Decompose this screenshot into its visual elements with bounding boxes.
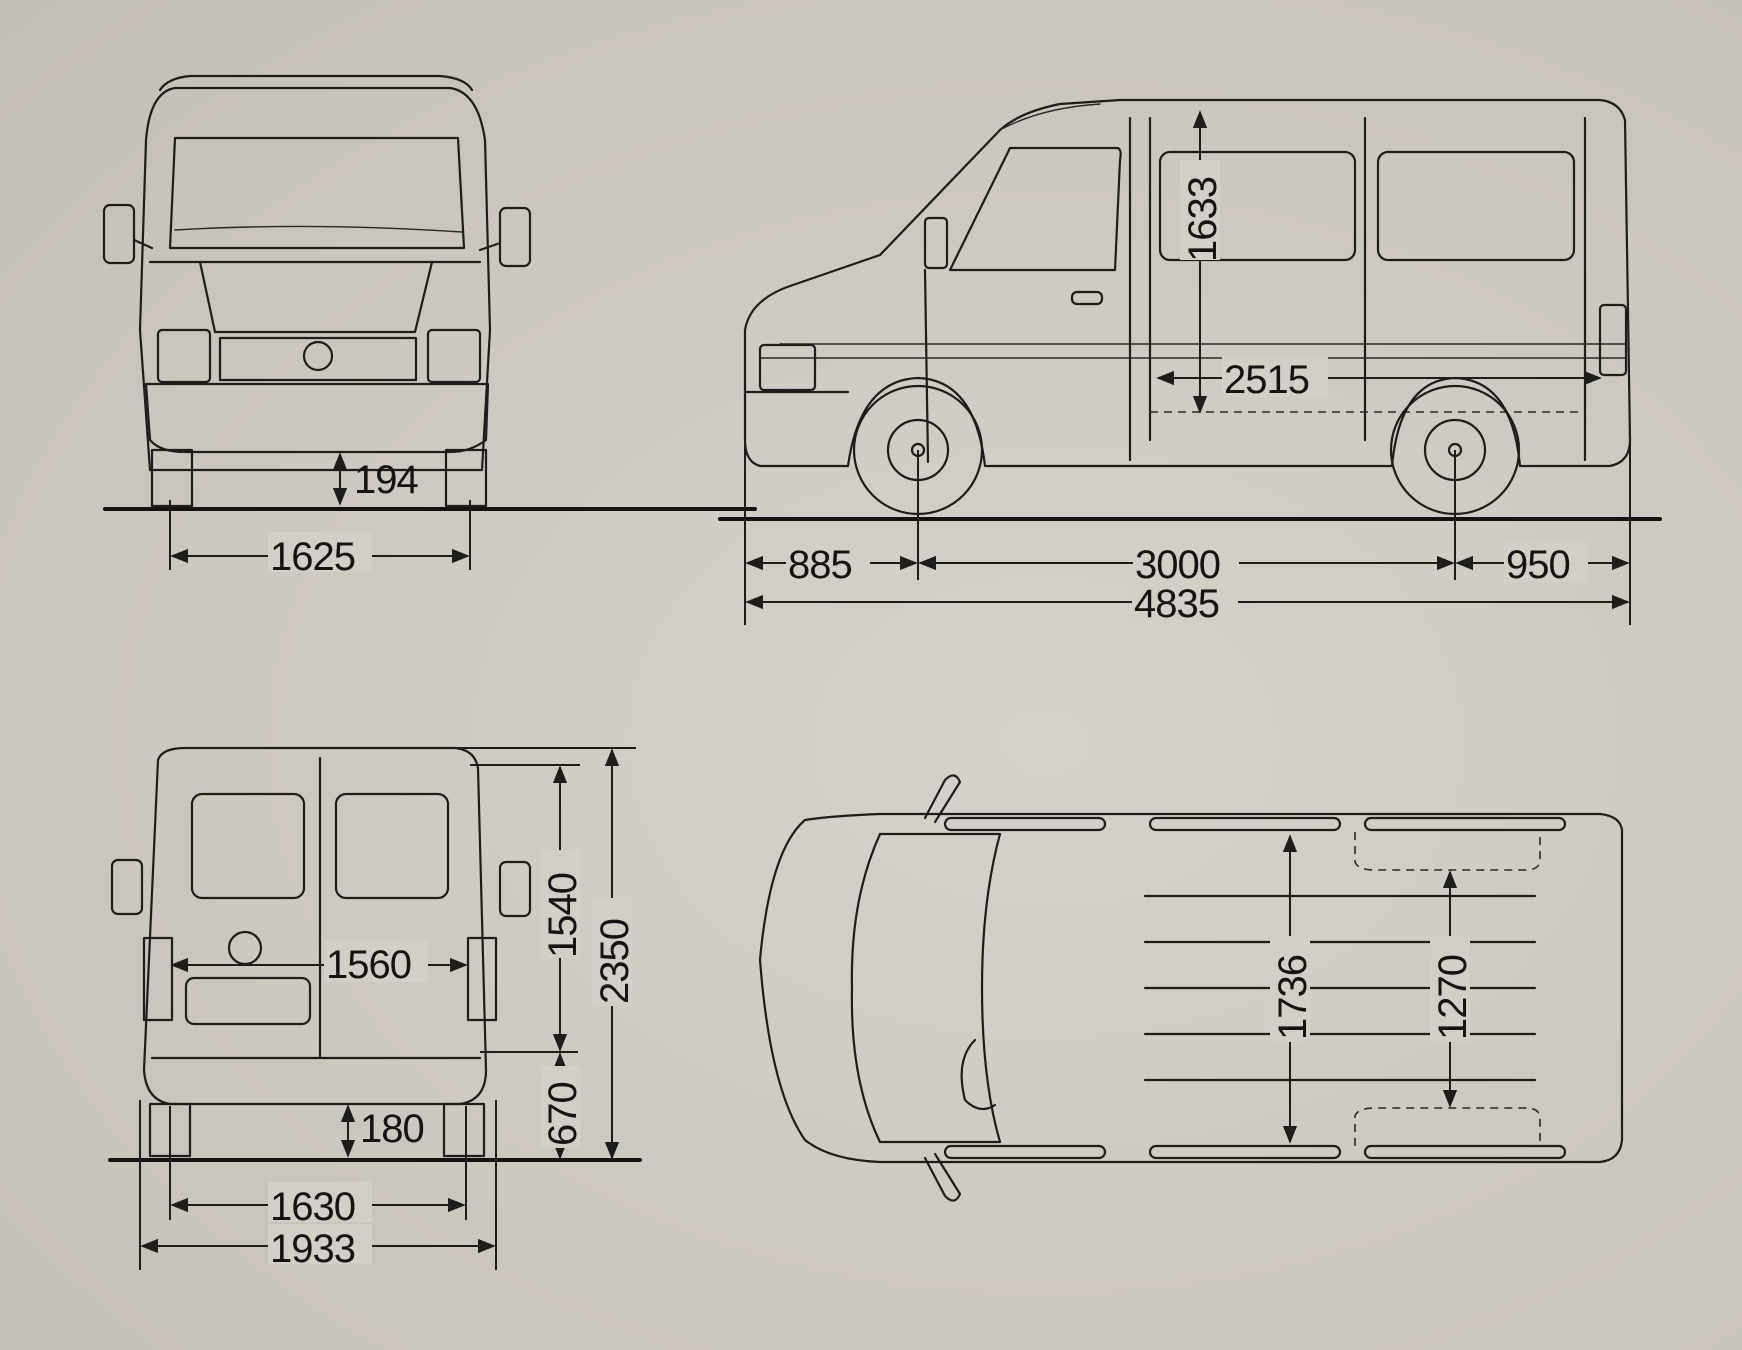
license-plate-area [184, 976, 312, 1026]
top-view: 1736 1270 [758, 774, 1624, 1202]
dim-between-wheel-arches: 1270 [1431, 955, 1475, 1040]
dim-rear-ground-clearance: 180 [360, 1107, 424, 1151]
dim-interior-width: 1736 [1271, 955, 1315, 1040]
right-mirror [498, 206, 532, 268]
dim-overall-length: 4835 [1134, 582, 1219, 626]
side-body-outline [743, 98, 1632, 468]
front-bumper [144, 382, 490, 454]
dim-front-ground-clearance: 194 [354, 458, 418, 502]
dim-front-track: 1625 [270, 535, 355, 579]
wheel-arch-left [1354, 832, 1541, 871]
rear-view: 1560 180 1540 670 2350 1630 1933 [108, 746, 642, 1271]
vw-logo [302, 340, 334, 372]
dim-load-length: 2515 [1224, 358, 1309, 402]
left-mirror [102, 203, 136, 265]
dim-rear-door-width: 1560 [326, 943, 411, 987]
left-headlight [156, 328, 212, 384]
dim-rear-track: 1630 [270, 1185, 355, 1229]
side-mirror [923, 216, 949, 270]
dim-rear-door-height: 1540 [541, 873, 585, 958]
rear-left-mirror [110, 858, 144, 916]
left-taillight [142, 936, 174, 1022]
dim-overall-width: 1933 [270, 1227, 355, 1271]
side-headlight [758, 343, 817, 392]
dim-interior-height: 1633 [1181, 177, 1225, 262]
rear-window-left [190, 792, 306, 900]
rear-vw-logo [227, 930, 263, 966]
rear-right-mirror [498, 860, 532, 918]
windshield-line [980, 832, 1002, 1144]
front-view: 194 1625 [102, 74, 757, 579]
top-body-outline [758, 812, 1624, 1164]
wheel-arch-right [1354, 1107, 1541, 1146]
cab-window [948, 146, 1122, 272]
right-taillight [466, 936, 498, 1022]
dim-rear-overhang: 950 [1506, 543, 1570, 587]
windshield [168, 136, 466, 250]
side-taillight [1598, 303, 1628, 377]
side-window-1 [1158, 150, 1357, 262]
door-handle [1070, 290, 1104, 306]
front-body-outline [138, 86, 492, 472]
dim-sill-height: 670 [541, 1082, 585, 1146]
rear-window-right [334, 792, 450, 900]
side-view: 1633 2515 885 3000 950 4835 [718, 98, 1662, 626]
top-mirror-left [923, 774, 962, 824]
rear-body-outline [142, 746, 488, 1106]
dim-wheelbase: 3000 [1135, 543, 1220, 587]
dim-front-overhang: 885 [788, 543, 852, 587]
dim-overall-height: 2350 [593, 919, 637, 1004]
right-headlight [426, 328, 482, 384]
grille [218, 336, 418, 382]
side-window-2 [1376, 150, 1576, 262]
top-mirror-right [923, 1152, 962, 1202]
